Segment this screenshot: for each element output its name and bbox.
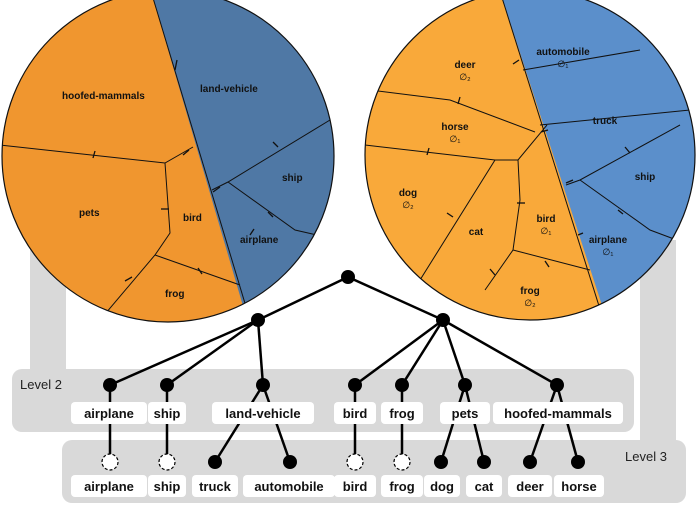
- l3-node-airplane: [101, 453, 119, 471]
- l3-node-ship: [158, 453, 176, 471]
- l2-bird: bird: [343, 406, 368, 421]
- l3-box-bird: [334, 475, 376, 497]
- l2-ship: ship: [154, 406, 181, 421]
- left-voronoi-diagram: hoofed-mammals land-vehicle pets bird fr…: [1, 0, 335, 323]
- hierarchy-tree: airplane ship land-vehicle bird frog pet…: [71, 270, 623, 497]
- level2-label: Level 2: [20, 377, 62, 392]
- vehicles-node: [251, 313, 265, 327]
- level2-labels: airplane ship land-vehicle bird frog pet…: [71, 402, 623, 424]
- l3-node-truck: [208, 455, 222, 469]
- right-cell-horse-sub: ∅₁: [450, 134, 461, 144]
- l2-frog: frog: [389, 406, 414, 421]
- l3-box-airplane: [71, 475, 147, 497]
- right-cell-frog-sub: ∅₂: [524, 298, 536, 308]
- l3-node-deer: [523, 455, 537, 469]
- l2-node-airplane: [103, 378, 117, 392]
- right-blue-region: [498, 0, 695, 320]
- l3-box-deer: [508, 475, 552, 497]
- right-cell-horse: horse: [441, 122, 469, 133]
- l3-box-dog: [424, 475, 460, 497]
- right-voronoi-diagram: deer ∅₂ automobile ∅₁ horse ∅₁ truck dog…: [364, 0, 696, 321]
- l2-box-bird: [334, 402, 376, 424]
- left-cell-ship: ship: [282, 173, 303, 184]
- left-cell-frog: frog: [165, 289, 184, 300]
- l2-node-pets: [458, 378, 472, 392]
- right-cell-deer: deer: [454, 60, 475, 71]
- l2-box-ship: [148, 402, 186, 424]
- left-circle-outline: [1, 0, 335, 323]
- right-cell-deer-sub: ∅₂: [459, 72, 471, 82]
- l3-horse: horse: [561, 479, 596, 494]
- tree-dashed-nodes: [101, 453, 411, 471]
- right-circle-outline: [364, 0, 696, 321]
- l2-box-frog: [381, 402, 423, 424]
- l2-node-frog: [395, 378, 409, 392]
- level3-label: Level 3: [625, 449, 667, 464]
- left-cell-land-vehicle: land-vehicle: [200, 84, 258, 95]
- right-cell-truck: truck: [593, 116, 618, 127]
- l3-dog: dog: [430, 479, 454, 494]
- l3-frog: frog: [389, 479, 414, 494]
- l2-box-airplane: [71, 402, 147, 424]
- l3-node-horse: [571, 455, 585, 469]
- l2-hoofed-mammals: hoofed-mammals: [504, 406, 612, 421]
- right-cell-airplane: airplane: [589, 235, 628, 246]
- right-cell-cat: cat: [469, 227, 484, 238]
- left-cell-bird: bird: [183, 213, 202, 224]
- l3-box-horse: [554, 475, 604, 497]
- l3-box-cat: [466, 475, 502, 497]
- right-cell-dog-sub: ∅₂: [402, 200, 414, 210]
- tree-nodes: [103, 270, 585, 469]
- l2-land-vehicle: land-vehicle: [225, 406, 300, 421]
- l3-cat: cat: [475, 479, 494, 494]
- right-connector: [640, 240, 676, 460]
- l3-airplane: airplane: [84, 479, 134, 494]
- l3-node-bird: [346, 453, 364, 471]
- l3-node-cat: [477, 455, 491, 469]
- l2-box-hoofed-mammals: [493, 402, 623, 424]
- right-cell-frog: frog: [520, 286, 539, 297]
- root-node: [341, 270, 355, 284]
- l3-box-automobile: [243, 475, 335, 497]
- l2-node-bird: [348, 378, 362, 392]
- l3-node-frog: [393, 453, 411, 471]
- l2-box-pets: [440, 402, 490, 424]
- l3-node-dog: [434, 455, 448, 469]
- l3-box-ship: [148, 475, 186, 497]
- l2-pets: pets: [452, 406, 479, 421]
- l3-box-frog: [381, 475, 423, 497]
- animals-node: [436, 313, 450, 327]
- l2-airplane: airplane: [84, 406, 134, 421]
- l3-deer: deer: [516, 479, 543, 494]
- left-blue-region: [150, 0, 334, 322]
- left-cell-airplane: airplane: [240, 235, 279, 246]
- right-cell-automobile: automobile: [536, 47, 590, 58]
- right-cell-airplane-sub: ∅₁: [603, 247, 614, 257]
- left-cell-pets: pets: [79, 208, 100, 219]
- right-cell-dog: dog: [399, 188, 417, 199]
- right-cell-bird: bird: [537, 214, 556, 225]
- l2-node-ship: [160, 378, 174, 392]
- l2-box-land-vehicle: [212, 402, 314, 424]
- right-cell-bird-sub: ∅₁: [541, 226, 552, 236]
- l3-box-truck: [192, 475, 238, 497]
- l2-node-hoofed-mammals: [550, 378, 564, 392]
- left-cell-hoofed-mammals: hoofed-mammals: [62, 91, 145, 102]
- right-cell-automobile-sub: ∅₁: [558, 59, 569, 69]
- right-cell-ship: ship: [635, 172, 656, 183]
- l3-truck: truck: [199, 479, 232, 494]
- level3-labels: airplane ship truck automobile bird frog…: [71, 475, 604, 497]
- l3-ship: ship: [154, 479, 181, 494]
- l3-bird: bird: [343, 479, 368, 494]
- l3-automobile: automobile: [254, 479, 323, 494]
- l2-node-land-vehicle: [256, 378, 270, 392]
- l3-node-automobile: [283, 455, 297, 469]
